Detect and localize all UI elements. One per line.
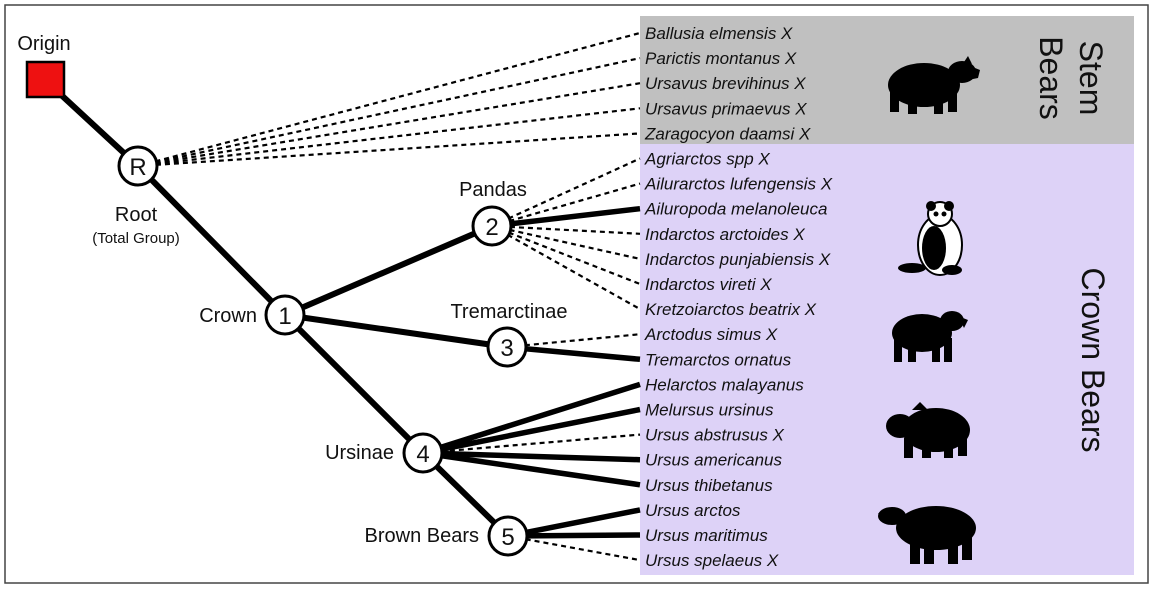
ursinae-node: 4 Ursinae [325,432,444,474]
root-label: Root [115,204,158,226]
taxon-label: Ballusia elmensis X [645,24,793,43]
extinct-branch [137,57,641,168]
taxon-label: Tremarctos ornatus [645,350,792,369]
taxon-label: Parictis montanus X [645,49,797,68]
taxon-label: Kretzoiarctos beatrix X [645,300,817,319]
pandas-label: Pandas [459,179,527,201]
stem-bears-label-line1: Stem [1073,41,1109,116]
extinct-branch [491,224,641,260]
extant-branch [422,406,641,456]
extinct-branch [491,225,641,311]
crown-node-circle [264,294,306,336]
extant-branch [422,450,641,463]
stem-bear-icon [888,56,980,114]
taxon-label: Ailurarctos lufengensis X [644,175,833,194]
ursinae-label: Ursinae [325,442,394,464]
taxon-label: Agriarctos spp X [644,150,770,169]
branch-lines [137,31,641,562]
stem-bears-label-line2: Bears [1033,36,1069,120]
extinct-branch [507,534,641,562]
extinct-branch [491,182,641,228]
extinct-branch [491,224,641,235]
taxon-label: Helarctos malayanus [645,375,804,394]
panda-icon [898,201,963,276]
crown-tremarctinae-edge [282,312,510,350]
taxon-label: Ursus americanus [645,451,782,470]
crown-node: 1 Crown [199,294,306,336]
taxon-label: Melursus ursinus [645,401,774,420]
extinct-branch [137,107,641,168]
crown-bears-panel [640,144,1134,575]
crown-bears-label: Crown Bears [1075,268,1111,453]
brown-bears-node-circle [487,515,529,557]
tremarctinae-node: 3 Tremarctinae [450,301,568,368]
origin-marker: Origin [17,33,71,99]
tremarctinae-node-number: 3 [500,335,513,362]
tip-labels: Ballusia elmensis X Parictis montanus X Ur… [644,24,833,570]
origin-label: Origin [17,33,70,55]
extant-branch [422,450,641,488]
taxon-label: Ursus thibetanus [645,476,773,495]
pandas-node: 2 Pandas [459,179,527,247]
extant-branch [506,344,641,363]
taxon-label: Indarctos punjabiensis X [645,250,831,269]
extinct-branch [491,157,641,228]
taxon-label: Indarctos vireti X [645,275,772,294]
root-node-symbol: R [129,154,146,181]
ursinae-node-circle [402,432,444,474]
taxon-label: Ailuropoda melanoleuca [644,200,827,219]
brown-bears-node: 5 Brown Bears [365,515,529,557]
tremarctinae-node-circle [486,326,528,368]
extinct-branch [422,433,641,455]
spectacled-bear-icon [892,311,968,362]
taxon-label: Ursus abstrusus X [645,426,785,445]
extant-branch [507,532,641,539]
taxon-label: Ursus spelaeus X [645,551,779,570]
taxon-label: Ursus maritimus [645,526,768,545]
extinct-branch [137,31,641,168]
extant-branch [491,205,641,229]
crown-ursinae-edge [282,312,426,456]
pandas-node-circle [471,205,513,247]
brown-bears-label: Brown Bears [365,525,480,547]
brown-bears-node-number: 5 [501,524,514,551]
tremarctinae-label: Tremarctinae [450,301,567,323]
taxon-label: Ursus arctos [645,501,741,520]
crown-pandas-edge [282,223,495,318]
crown-label: Crown [199,305,257,327]
extinct-branch [137,132,641,168]
sloth-bear-icon [886,402,970,458]
pandas-node-number: 2 [485,214,498,241]
crown-node-number: 1 [278,303,291,330]
extant-branch [422,381,641,456]
taxon-label: Ursavus brevihinus X [645,74,806,93]
taxon-label: Indarctos arctoides X [645,225,805,244]
extinct-branch [137,82,641,168]
taxon-label: Ursavus primaevus X [645,99,807,118]
stem-bears-panel [640,16,1134,144]
root-node-circle [117,145,159,187]
root-crown-edge [135,163,288,318]
extant-branch [507,507,641,539]
taxon-label: Zaragocyon daamsi X [644,124,811,143]
figure-border [4,4,1149,584]
taxon-label: Arctodus simus X [644,325,778,344]
origin-square-icon [25,60,66,99]
ursinae-node-number: 4 [416,441,429,468]
root-sublabel: (Total Group) [92,230,180,247]
polar-bear-icon [878,506,976,564]
root-node: R Root (Total Group) [92,145,180,247]
extinct-branch [506,333,641,349]
